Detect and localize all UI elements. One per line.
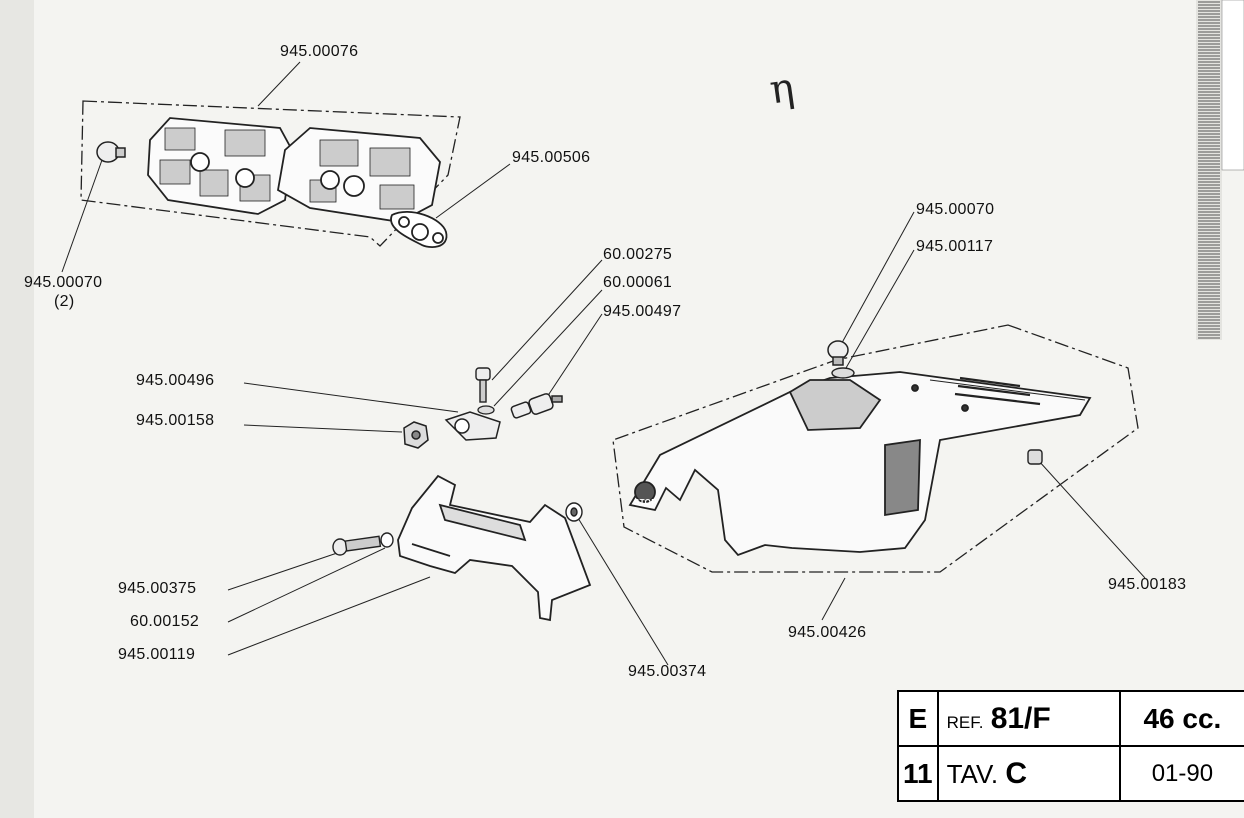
part-number-945-00117: 945.00117	[916, 238, 994, 255]
ref-value: 81/F	[990, 701, 1051, 735]
reference-table-row: 11 TAV. C 01-90	[897, 745, 1244, 802]
knob-part-left	[96, 141, 126, 163]
ref-prefix: REF.	[946, 712, 984, 732]
scale-ruler	[1196, 0, 1244, 340]
top-cover-group-outline	[612, 324, 1139, 573]
quantity-label: (2)	[54, 293, 75, 310]
bracket-part	[444, 411, 501, 441]
air-filter-right	[277, 127, 441, 223]
part-number-945-00496: 945.00496	[136, 372, 215, 389]
part-number-60-00061: 60.00061	[603, 274, 673, 291]
ref-cell: REF. 81/F	[936, 690, 1121, 747]
stop-label: STOP	[634, 498, 657, 507]
tav-prefix: TAV.	[946, 758, 999, 789]
part-number-945-00070-left: 945.00070	[24, 274, 103, 291]
page-edge-shadow	[0, 0, 34, 818]
part-number-945-00374: 945.00374	[628, 663, 707, 680]
part-number-945-00119: 945.00119	[118, 646, 196, 663]
part-number-945-00426: 945.00426	[788, 624, 867, 641]
plug-part	[1027, 449, 1043, 465]
handle-guard-part	[397, 474, 592, 622]
air-filter-group-outline	[80, 100, 461, 247]
part-number-60-00152: 60.00152	[130, 613, 200, 630]
cover-washer-part	[831, 367, 855, 379]
part-number-60-00275: 60.00275	[603, 246, 673, 263]
table-number: 11	[897, 745, 939, 802]
stop-switch-part	[510, 393, 563, 419]
gasket-part	[390, 211, 448, 248]
displacement: 46 cc.	[1118, 690, 1244, 747]
part-number-945-00497: 945.00497	[603, 303, 682, 320]
screw-part	[475, 367, 491, 403]
top-cover-part	[628, 371, 1092, 557]
part-number-945-00076: 945.00076	[280, 43, 359, 60]
reference-table: E REF. 81/F 46 cc. 11 TAV. C 01-90	[897, 690, 1244, 802]
date: 01-90	[1118, 745, 1244, 802]
small-washer-part	[380, 532, 394, 548]
knob-part-right	[827, 340, 849, 366]
section-letter: E	[897, 690, 939, 747]
washer-part	[477, 405, 495, 415]
tav-value: C	[1005, 756, 1028, 790]
tav-cell: TAV. C	[936, 745, 1121, 802]
nut-part	[403, 421, 429, 449]
part-number-945-00070-right: 945.00070	[916, 201, 995, 218]
round-washer-part	[565, 502, 583, 522]
part-number-945-00506: 945.00506	[512, 149, 591, 166]
part-number-945-00183: 945.00183	[1108, 576, 1187, 593]
air-filter-left	[147, 117, 293, 215]
part-number-945-00158: 945.00158	[136, 412, 215, 429]
reference-table-row: E REF. 81/F 46 cc.	[897, 690, 1244, 747]
long-screw-part	[332, 535, 382, 556]
leader-lines	[61, 61, 1146, 666]
part-number-945-00375: 945.00375	[118, 580, 197, 597]
